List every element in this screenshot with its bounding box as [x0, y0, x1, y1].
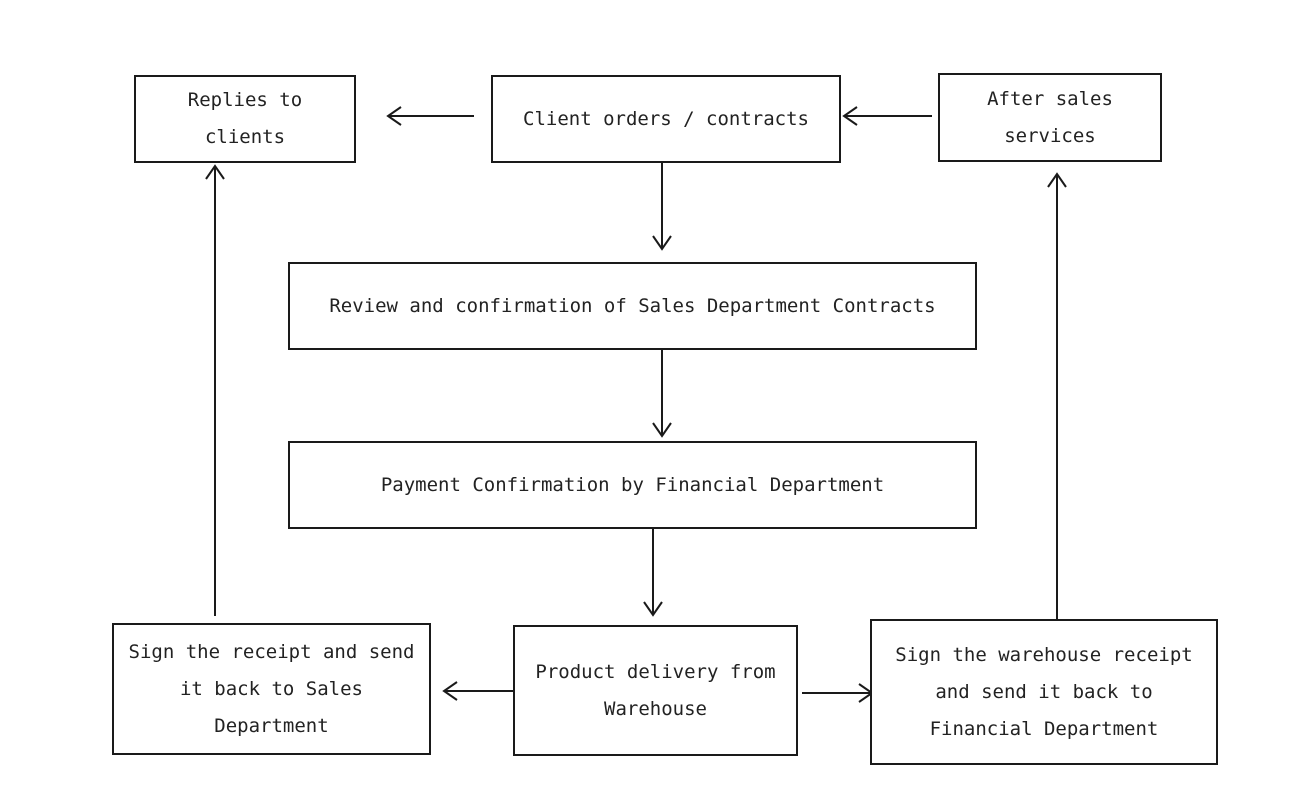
client-orders-box: Client orders / contracts	[491, 75, 841, 163]
arrow-aftersales-to-orders	[842, 106, 932, 126]
replies-to-clients-box: Replies to clients	[134, 75, 356, 163]
arrow-delivery-to-sign-financial	[802, 683, 874, 703]
arrow-orders-to-replies	[386, 106, 474, 126]
arrow-orders-to-review	[652, 162, 672, 251]
review-confirmation-box: Review and confirmation of Sales Departm…	[288, 262, 977, 350]
payment-confirmation-box: Payment Confirmation by Financial Depart…	[288, 441, 977, 529]
arrow-review-to-payment	[652, 349, 672, 438]
after-sales-services-box: After sales services	[938, 73, 1162, 162]
sign-warehouse-receipt-box: Sign the warehouse receipt and send it b…	[870, 619, 1218, 765]
arrow-payment-to-delivery	[643, 528, 663, 617]
arrow-sign-financial-to-aftersales	[1047, 172, 1067, 620]
arrow-sign-sales-to-replies	[205, 164, 225, 616]
sign-receipt-sales-box: Sign the receipt and send it back to Sal…	[112, 623, 431, 755]
arrow-delivery-to-sign-sales	[442, 681, 514, 701]
product-delivery-box: Product delivery from Warehouse	[513, 625, 798, 756]
